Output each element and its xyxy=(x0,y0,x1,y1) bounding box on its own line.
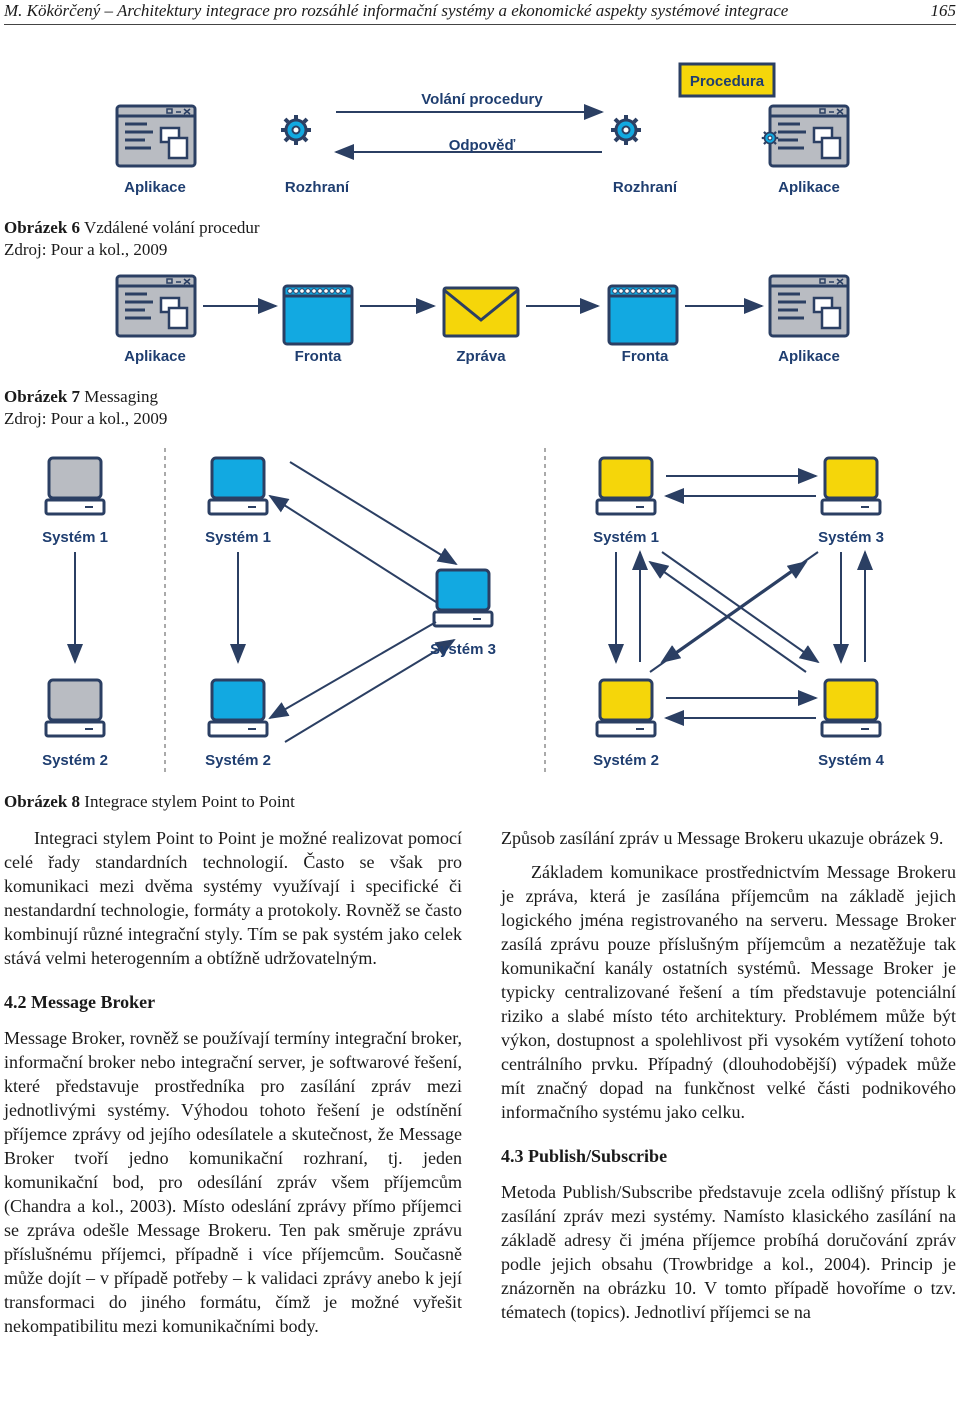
fig6-caption-prefix: Obrázek 6 xyxy=(4,218,81,237)
fig7-source: Zdroj: Pour a kol., 2009 xyxy=(4,409,168,428)
figures-6-7: Procedura Volání procedury Odpověď Aplik… xyxy=(115,62,850,365)
computer-icon xyxy=(207,678,269,738)
response-label: Odpověď xyxy=(449,137,516,154)
middle-label: Systém 3 xyxy=(430,641,496,658)
paragraph: Způsob zasílání zpráv u Message Brokeru … xyxy=(501,828,944,848)
link-arrow xyxy=(289,461,458,566)
link-arrow xyxy=(268,621,437,720)
procedure-label: Procedura xyxy=(690,73,765,90)
fig6-caption: Obrázek 6 Vzdálené volání procedur Zdroj… xyxy=(4,217,260,261)
fig8-caption-text: Integrace stylem Point to Point xyxy=(80,792,295,811)
fig7-label-1: Aplikace xyxy=(124,348,186,365)
fig8-caption-prefix: Obrázek 8 xyxy=(4,792,81,811)
paragraph: Základem komunikace prostřednictvím Mess… xyxy=(501,862,956,1122)
gear-icon xyxy=(609,113,643,147)
page-number: 165 xyxy=(930,1,957,20)
link-arrow xyxy=(649,560,808,673)
fig6-caption-text: Vzdálené volání procedur xyxy=(80,218,260,237)
right-top-label-1: Systém 1 xyxy=(593,529,659,546)
envelope-icon xyxy=(442,286,520,338)
gear-icon xyxy=(760,128,780,148)
application-window-icon xyxy=(768,274,850,338)
fig7-label-4: Fronta xyxy=(622,348,669,365)
gear-icon xyxy=(279,113,313,147)
application-window-icon xyxy=(768,104,850,168)
computer-icon xyxy=(820,678,882,738)
fig6-label-1: Aplikace xyxy=(124,179,186,196)
fig7-label-5: Aplikace xyxy=(778,348,840,365)
fig6-source: Zdroj: Pour a kol., 2009 xyxy=(4,240,168,259)
link-arrow xyxy=(268,494,437,603)
procedure-box xyxy=(678,62,776,98)
queue-icon xyxy=(282,284,354,346)
fig7-caption-text: Messaging xyxy=(80,387,158,406)
computer-icon xyxy=(44,678,106,738)
computer-icon xyxy=(595,456,657,516)
fig7-label-3: Zpráva xyxy=(456,348,506,365)
paragraph: Metoda Publish/Subscribe představuje zce… xyxy=(501,1182,956,1322)
running-header: M. Kökörčený – Architektury integrace pr… xyxy=(4,0,956,25)
right-column: Způsob zasílání zpráv u Message Brokeru … xyxy=(501,826,956,1324)
call-label: Volání procedury xyxy=(421,91,543,108)
mid-bottom-label: Systém 2 xyxy=(205,752,271,769)
link-arrow xyxy=(284,638,456,743)
computer-icon xyxy=(207,456,269,516)
fig8-caption: Obrázek 8 Integrace stylem Point to Poin… xyxy=(4,791,295,813)
left-top-label: Systém 1 xyxy=(42,529,108,546)
right-bottom-label-2: Systém 4 xyxy=(818,752,885,769)
fig7-caption-prefix: Obrázek 7 xyxy=(4,387,81,406)
fig7-caption: Obrázek 7 Messaging Zdroj: Pour a kol., … xyxy=(4,386,167,430)
queue-icon xyxy=(607,284,679,346)
fig7-label-2: Fronta xyxy=(295,348,342,365)
computer-icon xyxy=(44,456,106,516)
application-window-icon xyxy=(115,274,197,338)
left-bottom-label: Systém 2 xyxy=(42,752,108,769)
figure-8: Systém 1 Systém 2 Systém 1 Systém 2 Syst… xyxy=(42,448,885,772)
right-top-label-2: Systém 3 xyxy=(818,529,884,546)
right-bottom-label-1: Systém 2 xyxy=(593,752,659,769)
fig6-label-4: Aplikace xyxy=(778,179,840,196)
fig6-label-3: Rozhraní xyxy=(613,179,678,196)
computer-icon xyxy=(595,678,657,738)
fig6-label-2: Rozhraní xyxy=(285,179,350,196)
computer-icon xyxy=(820,456,882,516)
computer-icon xyxy=(432,568,494,628)
application-window-icon xyxy=(115,104,197,168)
section-heading-4-2: 4.2 Message Broker xyxy=(4,992,156,1012)
paragraph: Message Broker, rovněž se používají term… xyxy=(4,1028,462,1336)
mid-top-label: Systém 1 xyxy=(205,529,271,546)
left-column: Integraci stylem Point to Point je možné… xyxy=(4,826,462,1338)
section-heading-4-3: 4.3 Publish/Subscribe xyxy=(501,1146,668,1166)
paragraph: Integraci stylem Point to Point je možné… xyxy=(4,828,462,968)
running-title: M. Kökörčený – Architektury integrace pr… xyxy=(4,1,789,20)
